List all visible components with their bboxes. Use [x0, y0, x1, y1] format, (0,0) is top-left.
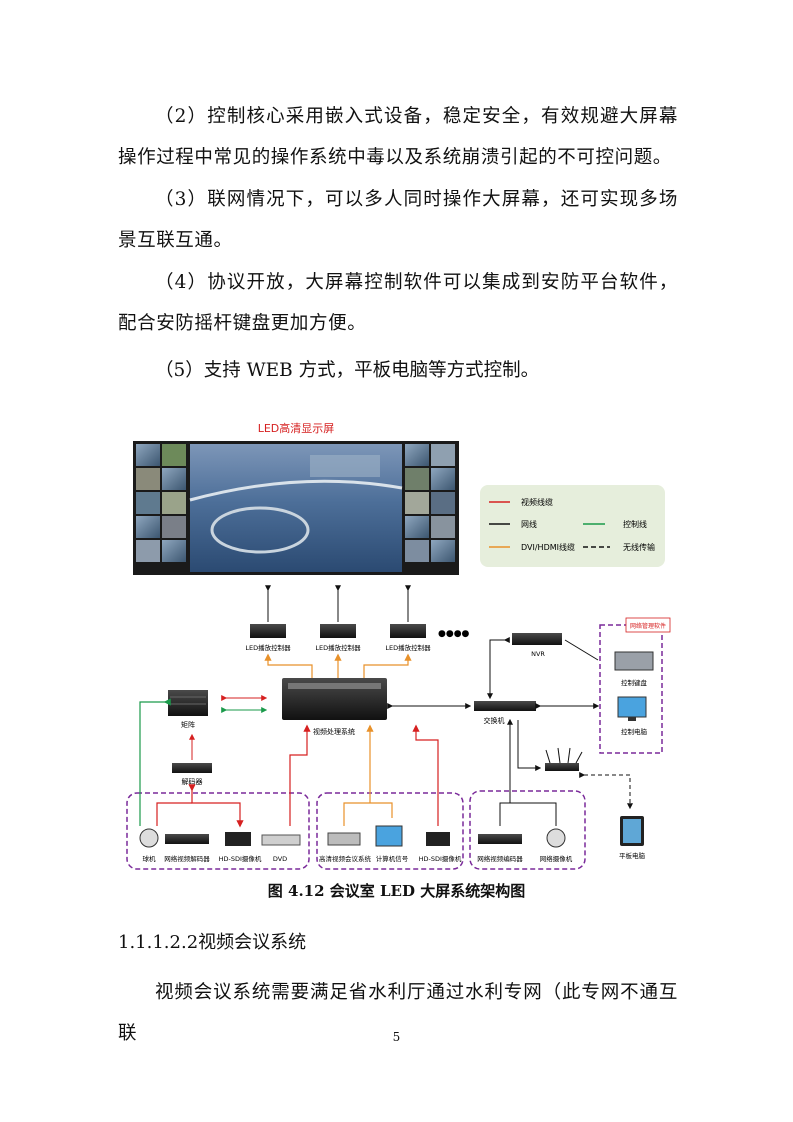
paragraph-6: 视频会议系统需要满足省水利厅通过水利专网（此专网不通互联 [118, 982, 678, 1044]
paragraph-2: （2）控制核心采用嵌入式设备，稳定安全，有效规避大屏幕操作过程中常见的操作系统中… [118, 106, 678, 168]
computer-monitor [375, 825, 403, 847]
video-processor: 视频处理系统 [282, 678, 387, 736]
paragraph-4: （4）协议开放，大屏幕控制软件可以集成到安防平台软件，配合安防摇杆键盘更加方便。 [118, 272, 678, 334]
paragraph-3: （3）联网情况下，可以多人同时操作大屏幕，还可实现多场景互联互通。 [118, 189, 678, 251]
decoder-box [165, 834, 209, 844]
figure-caption: 图 4.12 会议室 LED 大屏系统架构图 [267, 882, 526, 900]
pc-monitor [617, 696, 647, 718]
control-software-panel: 网络管理软件 控制键盘 控制电脑 [599, 617, 671, 754]
group2-links [343, 724, 439, 826]
led-wall [133, 441, 459, 575]
dvi-links [264, 653, 412, 678]
network-camera [546, 828, 566, 848]
network-switch: 交换机 [474, 701, 536, 725]
device-group-2: 高清视频会议系统 计算机信号 HD-SDI摄像机 [316, 792, 464, 870]
group1-label-1: 球机 [143, 854, 157, 863]
dvd-player [261, 834, 301, 846]
page-number: 5 [392, 1030, 401, 1044]
nvr-device: NVR [512, 633, 562, 658]
led-controllers: LED播放控制器 LED播放控制器 LED播放控制器 ●●●● [245, 585, 470, 652]
control-pc-label: 控制电脑 [621, 727, 648, 736]
legend-wireless-label: 无线传输 [623, 542, 655, 552]
processor-label: 视频处理系统 [313, 727, 355, 736]
group2-label-3: HD-SDI摄像机 [419, 854, 462, 863]
tablet-label: 平板电脑 [619, 851, 646, 860]
group1-label-3: HD-SDI摄像机 [219, 854, 262, 863]
keyboard-device [614, 651, 654, 671]
led-screen-title: LED高清显示屏 [258, 421, 335, 435]
legend-box: 视频线缆 网线 控制线 DVI/HDMI线缆 无线传输 [480, 485, 665, 567]
group2-label-2: 计算机信号 [376, 854, 409, 863]
legend-video-label: 视频线缆 [521, 497, 553, 507]
group2-label-1: 高清视频会议系统 [319, 854, 372, 863]
matrix-device: 矩阵 [168, 690, 208, 729]
thumbnail-grid-left [136, 444, 186, 562]
group1-label-2: 网络视频解码器 [164, 854, 210, 863]
encoder-box [478, 834, 522, 844]
legend-control-label: 控制线 [623, 519, 647, 529]
thumbnail-grid-right [405, 444, 455, 562]
wireless-router [545, 747, 583, 771]
controller-device-3 [390, 624, 426, 638]
sdi-camera [225, 832, 251, 846]
group3-label-1: 网络视频编码器 [477, 854, 523, 863]
group1-label-4: DVD [273, 855, 287, 863]
control-keyboard-label: 控制键盘 [621, 678, 648, 687]
dome-camera [139, 828, 159, 848]
system-architecture-diagram: LED高清显示屏 视频线缆 网线 控制线 DVI/HD [126, 421, 671, 870]
decoder-device: 解码器 [172, 763, 212, 786]
group3-label-2: 网络摄像机 [540, 854, 573, 863]
tablet-device: 平板电脑 [619, 816, 646, 860]
section-heading: 1.1.1.2.2视频会议系统 [118, 932, 307, 953]
switch-label: 交换机 [484, 716, 505, 725]
control-software-label: 网络管理软件 [630, 622, 666, 630]
controller-label-2: LED播放控制器 [315, 643, 361, 652]
ellipsis-dots: ●●●● [438, 629, 470, 639]
matrix-label: 矩阵 [181, 720, 195, 729]
device-group-3: 网络视频编码器 网络摄像机 [469, 790, 586, 870]
nvr-label: NVR [531, 650, 545, 658]
paragraph-5: （5）支持 WEB 方式，平板电脑等方式控制。 [155, 360, 540, 381]
controller-label-3: LED播放控制器 [385, 643, 431, 652]
decoder-label: 解码器 [182, 777, 203, 786]
controller-label-1: LED播放控制器 [245, 643, 291, 652]
legend-network-label: 网线 [521, 519, 537, 529]
controller-device-1 [250, 624, 286, 638]
legend-dvi-label: DVI/HDMI线缆 [521, 542, 575, 552]
group1-links [139, 698, 311, 828]
controller-device-2 [320, 624, 356, 638]
device-group-1: 球机 网络视频解码器 HD-SDI摄像机 DVD [126, 792, 310, 870]
sdi-camera-2 [426, 832, 450, 846]
conference-codec [327, 832, 361, 846]
